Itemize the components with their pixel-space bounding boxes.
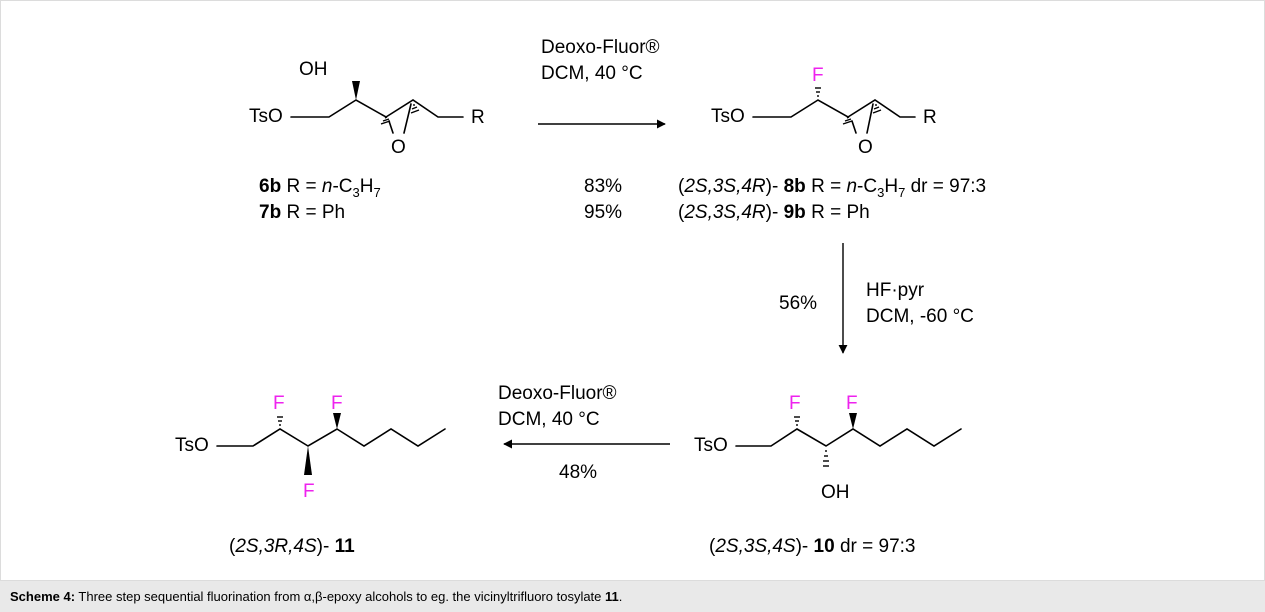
oh-label: OH — [821, 482, 850, 503]
fluorine-label: F — [273, 393, 285, 414]
tso-label: TsO — [175, 435, 209, 456]
fluorine-label: F — [846, 393, 858, 414]
wedge-bond — [352, 81, 360, 100]
step1-conditions: DCM, 40 °C — [541, 63, 643, 84]
fluorine-label: F — [812, 65, 824, 86]
wedge-bond — [304, 446, 312, 475]
step3-reagent: Deoxo-Fluor® — [498, 383, 617, 404]
fluorine-label: F — [789, 393, 801, 414]
fluorine-label: F — [331, 393, 343, 414]
caption-text: Three step sequential fluorination from … — [75, 589, 606, 604]
scheme-frame: TsO OH O R 6b R = n-C3H7 7b R = Ph Deoxo… — [0, 0, 1265, 581]
step1-reagent: Deoxo-Fluor® — [541, 37, 660, 58]
wedge-bond — [849, 413, 857, 429]
hash-bond — [380, 104, 420, 125]
yield-9b: 95% — [584, 202, 622, 223]
r-label: R — [471, 107, 485, 128]
compound-7b-line: 7b R = Ph — [259, 202, 345, 223]
step2-yield: 56% — [779, 293, 817, 314]
caption-end: . — [618, 589, 623, 604]
oh-label: OH — [299, 59, 328, 80]
r-label: R — [923, 107, 937, 128]
step2-reagent: HF·pyr — [866, 280, 925, 301]
step2-conditions: DCM, -60 °C — [866, 306, 974, 327]
compound-8b-line: (2S,3S,4R)- 8b R = n-C3H7 dr = 97:3 — [678, 176, 986, 200]
epoxide-o-label: O — [391, 137, 406, 158]
hash-bond — [794, 416, 829, 467]
yield-8b: 83% — [584, 176, 622, 197]
tso-label: TsO — [249, 106, 283, 127]
compound-6b-line: 6b R = n-C3H7 — [259, 176, 381, 200]
tso-label: TsO — [694, 435, 728, 456]
caption-compound: 11 — [605, 589, 619, 604]
structure-11: TsO F F F — [175, 393, 446, 502]
compound-11-line: (2S,3R,4S)- 11 — [229, 536, 355, 557]
structure-8b-9b: TsO F O R — [711, 65, 937, 158]
figure-caption: Scheme 4: Three step sequential fluorina… — [0, 581, 1265, 612]
structure-6b-7b: TsO OH O R — [249, 59, 485, 158]
structure-10: TsO F F OH — [694, 393, 962, 503]
step3-yield: 48% — [559, 462, 597, 483]
caption-label: Scheme 4: — [10, 589, 76, 604]
hash-bond — [815, 87, 882, 125]
tso-label: TsO — [711, 106, 745, 127]
compound-9b-line: (2S,3S,4R)- 9b R = Ph — [678, 202, 870, 223]
reaction-scheme: TsO OH O R 6b R = n-C3H7 7b R = Ph Deoxo… — [175, 37, 986, 557]
epoxide-o-label: O — [858, 137, 873, 158]
step3-conditions: DCM, 40 °C — [498, 409, 600, 430]
wedge-bond — [333, 413, 341, 429]
compound-10-line: (2S,3S,4S)- 10 dr = 97:3 — [709, 536, 916, 557]
hash-bond — [277, 416, 283, 426]
fluorine-label: F — [303, 481, 315, 502]
